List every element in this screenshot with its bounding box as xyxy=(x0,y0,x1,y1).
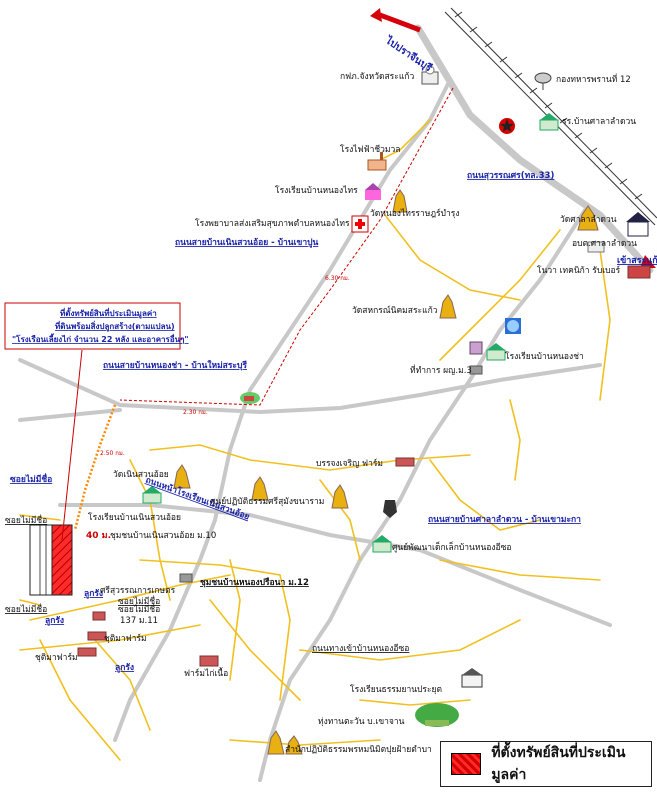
factory-icon xyxy=(367,152,387,171)
place-child-center: ศูนย์พัฒนาเด็กเล็กบ้านหนองอีซอ xyxy=(392,541,512,553)
distance-d3: 2.50 กม. xyxy=(100,450,125,457)
road-label-lukrang-1: ลูกรัง xyxy=(84,588,103,599)
park-icon xyxy=(415,703,459,727)
hospital-icon xyxy=(351,215,369,233)
temple-icon xyxy=(173,464,191,489)
place-army: กองทหารพรานที่ 12 xyxy=(556,73,631,85)
flag-icon xyxy=(469,341,483,355)
road-label-soi-2: ซอยไม่มีชื่อ xyxy=(5,514,47,526)
subject-callout: ที่ตั้งทรัพย์สินที่ประเมินมูลค่า ที่ดินพ… xyxy=(4,302,189,350)
direction-sakaeo: เข้าสระแก้ว xyxy=(617,255,657,266)
farm-icon xyxy=(179,573,193,583)
place-practice-center: ศูนย์ปฏิบัติธรรมศรีสุมังขนาราม xyxy=(210,496,324,507)
route-orange xyxy=(73,404,117,531)
buildings xyxy=(77,65,651,755)
place-cp-farm: บรรจงเจริญ ฟาร์ม xyxy=(316,458,383,469)
road-label-nong-cha: ถนนสายบ้านหนองช่า - บ้านใหม่สระบุรี xyxy=(103,360,247,371)
satellite-icon xyxy=(534,72,552,90)
star-badge-icon xyxy=(499,118,515,134)
place-community-m12: ชุมชนบ้านหนองปรือนา ม.12 xyxy=(200,577,309,588)
legend-subject-swatch xyxy=(451,753,482,775)
place-obt: อบต.ศาลาลำดวน xyxy=(572,239,637,249)
temple-icon xyxy=(251,476,269,501)
office-icon xyxy=(469,365,483,375)
farm-icon xyxy=(199,655,219,667)
route-path xyxy=(119,87,454,406)
school-icon xyxy=(142,486,162,504)
place-hospital: โรงพยาบาลส่งเสริมสุขภาพตำบลหนองไทร xyxy=(195,218,350,229)
road-label-sala-lamduan: ถนนสายบ้านศาลาลำดวน - บ้านเขามะกา xyxy=(428,514,581,525)
road-label-noen-suan-oi: ถนนสายบ้านเนินสวนอ้อย - บ้านเขาปูน xyxy=(175,237,318,248)
water-icon xyxy=(505,318,521,334)
legend-label: ที่ตั้งทรัพย์สินที่ประเมินมูลค่า xyxy=(491,745,626,783)
school-icon xyxy=(372,535,392,553)
arrow-to-sakaeo xyxy=(640,255,656,268)
place-school-noen: โรงเรียนบ้านเนินสวนอ้อย xyxy=(88,512,181,523)
place-kfn: กฟภ.จังหวัดสระแก้ว xyxy=(340,71,414,82)
place-wat-nong-sai: วัดหนองไทรราษฎร์บำรุง xyxy=(370,208,460,219)
frontage-label: 40 ม. xyxy=(86,531,111,541)
distance-d2: 2.30 กม. xyxy=(183,409,208,416)
road-label-nong-ee-sor: ถนนทางเข้าบ้านหนองอีซอ xyxy=(312,643,409,654)
farm-icon xyxy=(87,631,107,641)
place-wat-nikhom: วัดสหกรณ์นิคมสระแก้ว xyxy=(352,305,438,316)
road-label-lukrang-3: ลูกรัง xyxy=(115,662,134,673)
place-power-plant: โรงไฟฟ้าชีวมวล xyxy=(340,144,401,155)
landmark-icon xyxy=(240,392,260,404)
temple-icon xyxy=(331,484,349,509)
grey-roads xyxy=(18,78,612,782)
place-school-sala: รร.บ้านศาลาลำดวน xyxy=(562,116,636,127)
place-monastery: สำนักปฏิบัติธรรมพรหมนิมิตปุยฝ้ายตำบา xyxy=(285,744,432,755)
road-label-suwannason: ถนนสุวรรณศร(ทล.33) xyxy=(467,171,554,181)
place-soi-label: ซอยไม่มีชื่อ xyxy=(118,603,160,615)
callout-line-2: ที่ดินพร้อมสิ่งปลูกสร้าง(ตามแปลน) xyxy=(55,320,175,332)
office-icon xyxy=(587,241,605,253)
callout-line-1: ที่ตั้งทรัพย์สินที่ประเมินมูลค่า xyxy=(60,307,157,319)
school-icon xyxy=(365,183,381,200)
school-icon xyxy=(461,668,483,688)
transformer-icon xyxy=(421,65,439,85)
highway-roads xyxy=(414,24,654,274)
place-tung-thong: ทุ่งทานตะวัน บ.เขาจาน xyxy=(318,717,405,727)
house-icon xyxy=(626,212,650,237)
factory-icon xyxy=(627,265,651,279)
temple-icon xyxy=(392,189,408,213)
farm-icon xyxy=(395,457,415,467)
road-label-soi-1: ซอยไม่มีชื่อ xyxy=(10,472,52,485)
place-wat-sala: วัดศาลาลำดวน xyxy=(560,215,617,225)
farm-icon xyxy=(77,647,97,657)
school-icon xyxy=(486,343,506,361)
place-house-137: 137 ม.11 xyxy=(120,616,158,626)
place-wat-noen: วัดเนินสวนอ้อย xyxy=(113,469,169,480)
callout-leader xyxy=(61,349,83,541)
road-label-soi-4: ซอยไม่มีชื่อ xyxy=(118,595,160,607)
place-sumit-farm-2: ชุติมาฟาร์ม xyxy=(35,652,78,663)
farm-icon xyxy=(92,611,106,621)
temple-icon xyxy=(267,730,285,755)
yellow-roads xyxy=(19,119,611,761)
temple-icon xyxy=(577,205,599,231)
distance-d1: 6.30 กม. xyxy=(325,275,350,282)
highway-33 xyxy=(414,24,654,274)
place-school-pracha: โรงเรียนธรรมยานประยุต xyxy=(350,684,442,695)
temple-icon xyxy=(285,735,303,755)
subject-parcel xyxy=(29,524,73,596)
road-label-lukrang-2: ลูกรัง xyxy=(45,615,64,626)
place-moo3-office: ที่ทำการ ผญ.ม.3 xyxy=(410,364,472,376)
place-sri-farm: ศรีสุวรรณการเกษตร xyxy=(100,585,176,596)
highway-shield-icon xyxy=(383,500,397,518)
legend: ที่ตั้งทรัพย์สินที่ประเมินมูลค่า xyxy=(440,741,652,787)
callout-line-3: "โรงเรือนเลี้ยงไก่ จำนวน 22 หลัง และอาคา… xyxy=(12,333,189,344)
school-icon xyxy=(539,113,559,131)
place-community-m10: ชุมชนบ้านเนินสวนอ้อย ม.10 xyxy=(110,530,216,541)
place-pharm: ฟาร์มไก่เนื้อ xyxy=(184,667,228,679)
place-school-nong-cha: โรงเรียนบ้านหนองช่า xyxy=(505,351,584,362)
temple-icon xyxy=(439,294,457,319)
place-school-nong-sai: โรงเรียนบ้านหนองไทร xyxy=(275,185,358,196)
arrow-to-prachinburi xyxy=(370,8,421,33)
place-sumit-farm-1: ชุติมาฟาร์ม xyxy=(104,633,147,644)
road-label-soi-3: ซอยไม่มีชื่อ xyxy=(5,603,47,615)
place-nova: โนวา เทคนิก้า รับเบอร์ xyxy=(537,265,621,276)
